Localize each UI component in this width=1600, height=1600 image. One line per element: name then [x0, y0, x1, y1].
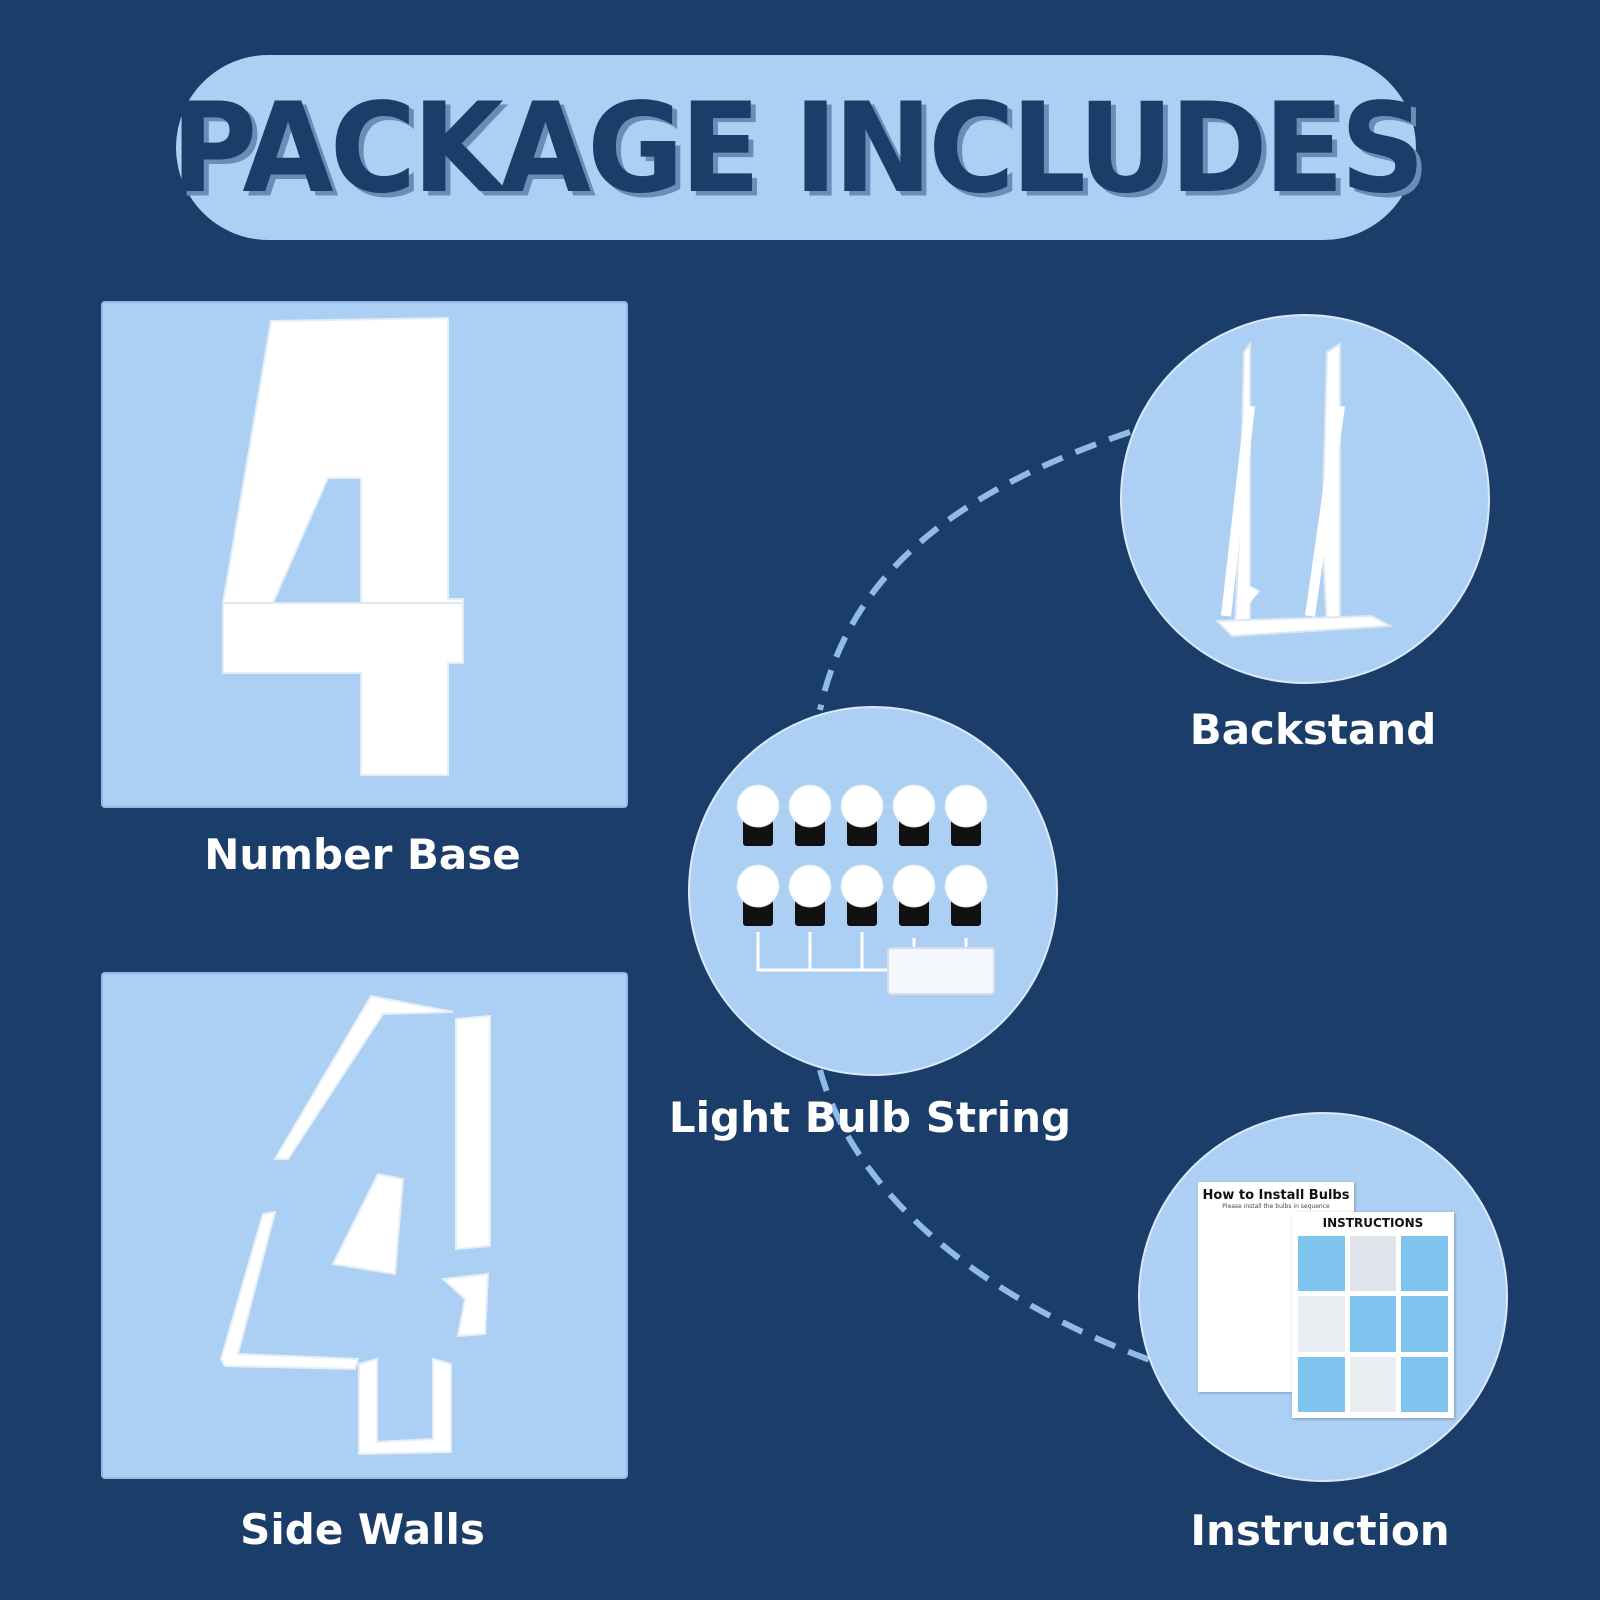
- install-bulbs-title: How to Install Bulbs: [1202, 1188, 1350, 1203]
- step-thumbnail: [1349, 1296, 1397, 1352]
- number-four-icon: [222, 316, 464, 776]
- step-thumbnail: [1401, 1296, 1448, 1352]
- light-bulb-icon: [788, 784, 832, 846]
- light-bulb-icon: [892, 784, 936, 846]
- wire: [756, 932, 968, 972]
- side-walls-icon: [219, 994, 491, 1456]
- install-bulbs-subtitle: Please install the bulbs in sequence: [1222, 1203, 1330, 1210]
- battery-box: [887, 947, 995, 995]
- instruction-steps-grid: [1298, 1236, 1448, 1412]
- instructions-title: INSTRUCTIONS: [1322, 1216, 1424, 1230]
- instructions-sheet: INSTRUCTIONS: [1292, 1212, 1454, 1418]
- light-bulb-icon: [788, 864, 832, 926]
- light-bulb-icon: [736, 784, 780, 846]
- light-bulb-icon: [840, 784, 884, 846]
- step-thumbnail: [1298, 1236, 1345, 1292]
- light-bulb-icon: [944, 864, 988, 926]
- light-bulb-icon: [944, 784, 988, 846]
- step-thumbnail: [1298, 1356, 1345, 1412]
- instruction-sheet-icon: How to Install Bulbs Please install the …: [1198, 1182, 1454, 1418]
- header-banner: PACKAGE INCLUDES: [171, 55, 1425, 240]
- number-base-label: Number Base: [204, 830, 521, 879]
- step-thumbnail: [1298, 1296, 1345, 1352]
- instruction-circle: How to Install Bulbs Please install the …: [1138, 1112, 1508, 1482]
- side-walls-panel: [101, 972, 628, 1479]
- instruction-label: Instruction: [1190, 1506, 1450, 1555]
- step-thumbnail: [1401, 1236, 1448, 1292]
- number-base-panel: [101, 301, 628, 808]
- side-walls-label: Side Walls: [240, 1505, 485, 1554]
- light-bulb-icon: [840, 864, 884, 926]
- light-bulb-icon: [736, 864, 780, 926]
- step-thumbnail: [1349, 1236, 1397, 1292]
- light-bulb-string-icon: [736, 784, 995, 995]
- light-bulb-string-circle: [688, 706, 1058, 1076]
- backstand-circle: [1120, 314, 1490, 684]
- light-bulb-string-label: Light Bulb String: [668, 1093, 1072, 1142]
- backstand-label: Backstand: [1189, 705, 1437, 754]
- step-thumbnail: [1401, 1356, 1448, 1412]
- step-thumbnail: [1349, 1356, 1397, 1412]
- page-title: PACKAGE INCLUDES: [170, 75, 1425, 220]
- backstand-icon: [1214, 341, 1394, 638]
- light-bulb-icon: [892, 864, 936, 926]
